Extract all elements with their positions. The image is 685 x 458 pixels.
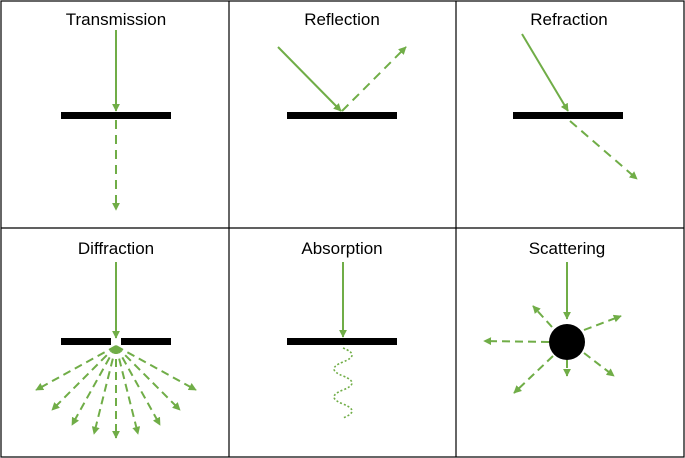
diffracted-ray (35, 345, 117, 391)
incident-ray (521, 33, 569, 112)
panel-reflection: Reflection (277, 10, 407, 119)
panel-title-absorption: Absorption (301, 239, 382, 258)
reflected-ray (341, 46, 407, 112)
absorbed-wave (333, 347, 353, 419)
surface-bar (287, 112, 397, 119)
panel-refraction: Refraction (513, 10, 638, 180)
panel-title-transmission: Transmission (66, 10, 166, 29)
diffracted-ray (71, 345, 117, 426)
scattered-ray (483, 337, 550, 346)
diffracted-ray (115, 345, 141, 435)
scattered-ray (532, 305, 553, 328)
diffracted-ray (115, 345, 181, 411)
refracted-ray (569, 120, 638, 180)
panel-title-scattering: Scattering (529, 239, 606, 258)
panel-scattering: Scattering (483, 239, 622, 394)
diffracted-ray (51, 345, 117, 411)
diffracted-ray (115, 345, 161, 426)
surface-bar-right (121, 338, 171, 345)
panel-transmission: Transmission (61, 10, 171, 211)
diffracted-ray (91, 345, 117, 435)
surface-bar-left (61, 338, 111, 345)
panel-title-reflection: Reflection (304, 10, 380, 29)
panel-title-diffraction: Diffraction (78, 239, 154, 258)
surface-bar (61, 112, 171, 119)
diffracted-ray (115, 345, 197, 391)
panel-title-refraction: Refraction (530, 10, 607, 29)
scattered-rays (483, 305, 622, 394)
scattering-particle (549, 324, 585, 360)
scattered-ray (513, 355, 554, 394)
scattered-ray (583, 352, 615, 377)
panel-absorption: Absorption (287, 239, 397, 419)
surface-bar (287, 338, 397, 345)
surface-bar (513, 112, 623, 119)
panel-diffraction: Diffraction (35, 239, 197, 439)
scattered-ray (583, 314, 622, 331)
incident-ray (277, 46, 342, 112)
diffracted-rays (35, 345, 197, 439)
